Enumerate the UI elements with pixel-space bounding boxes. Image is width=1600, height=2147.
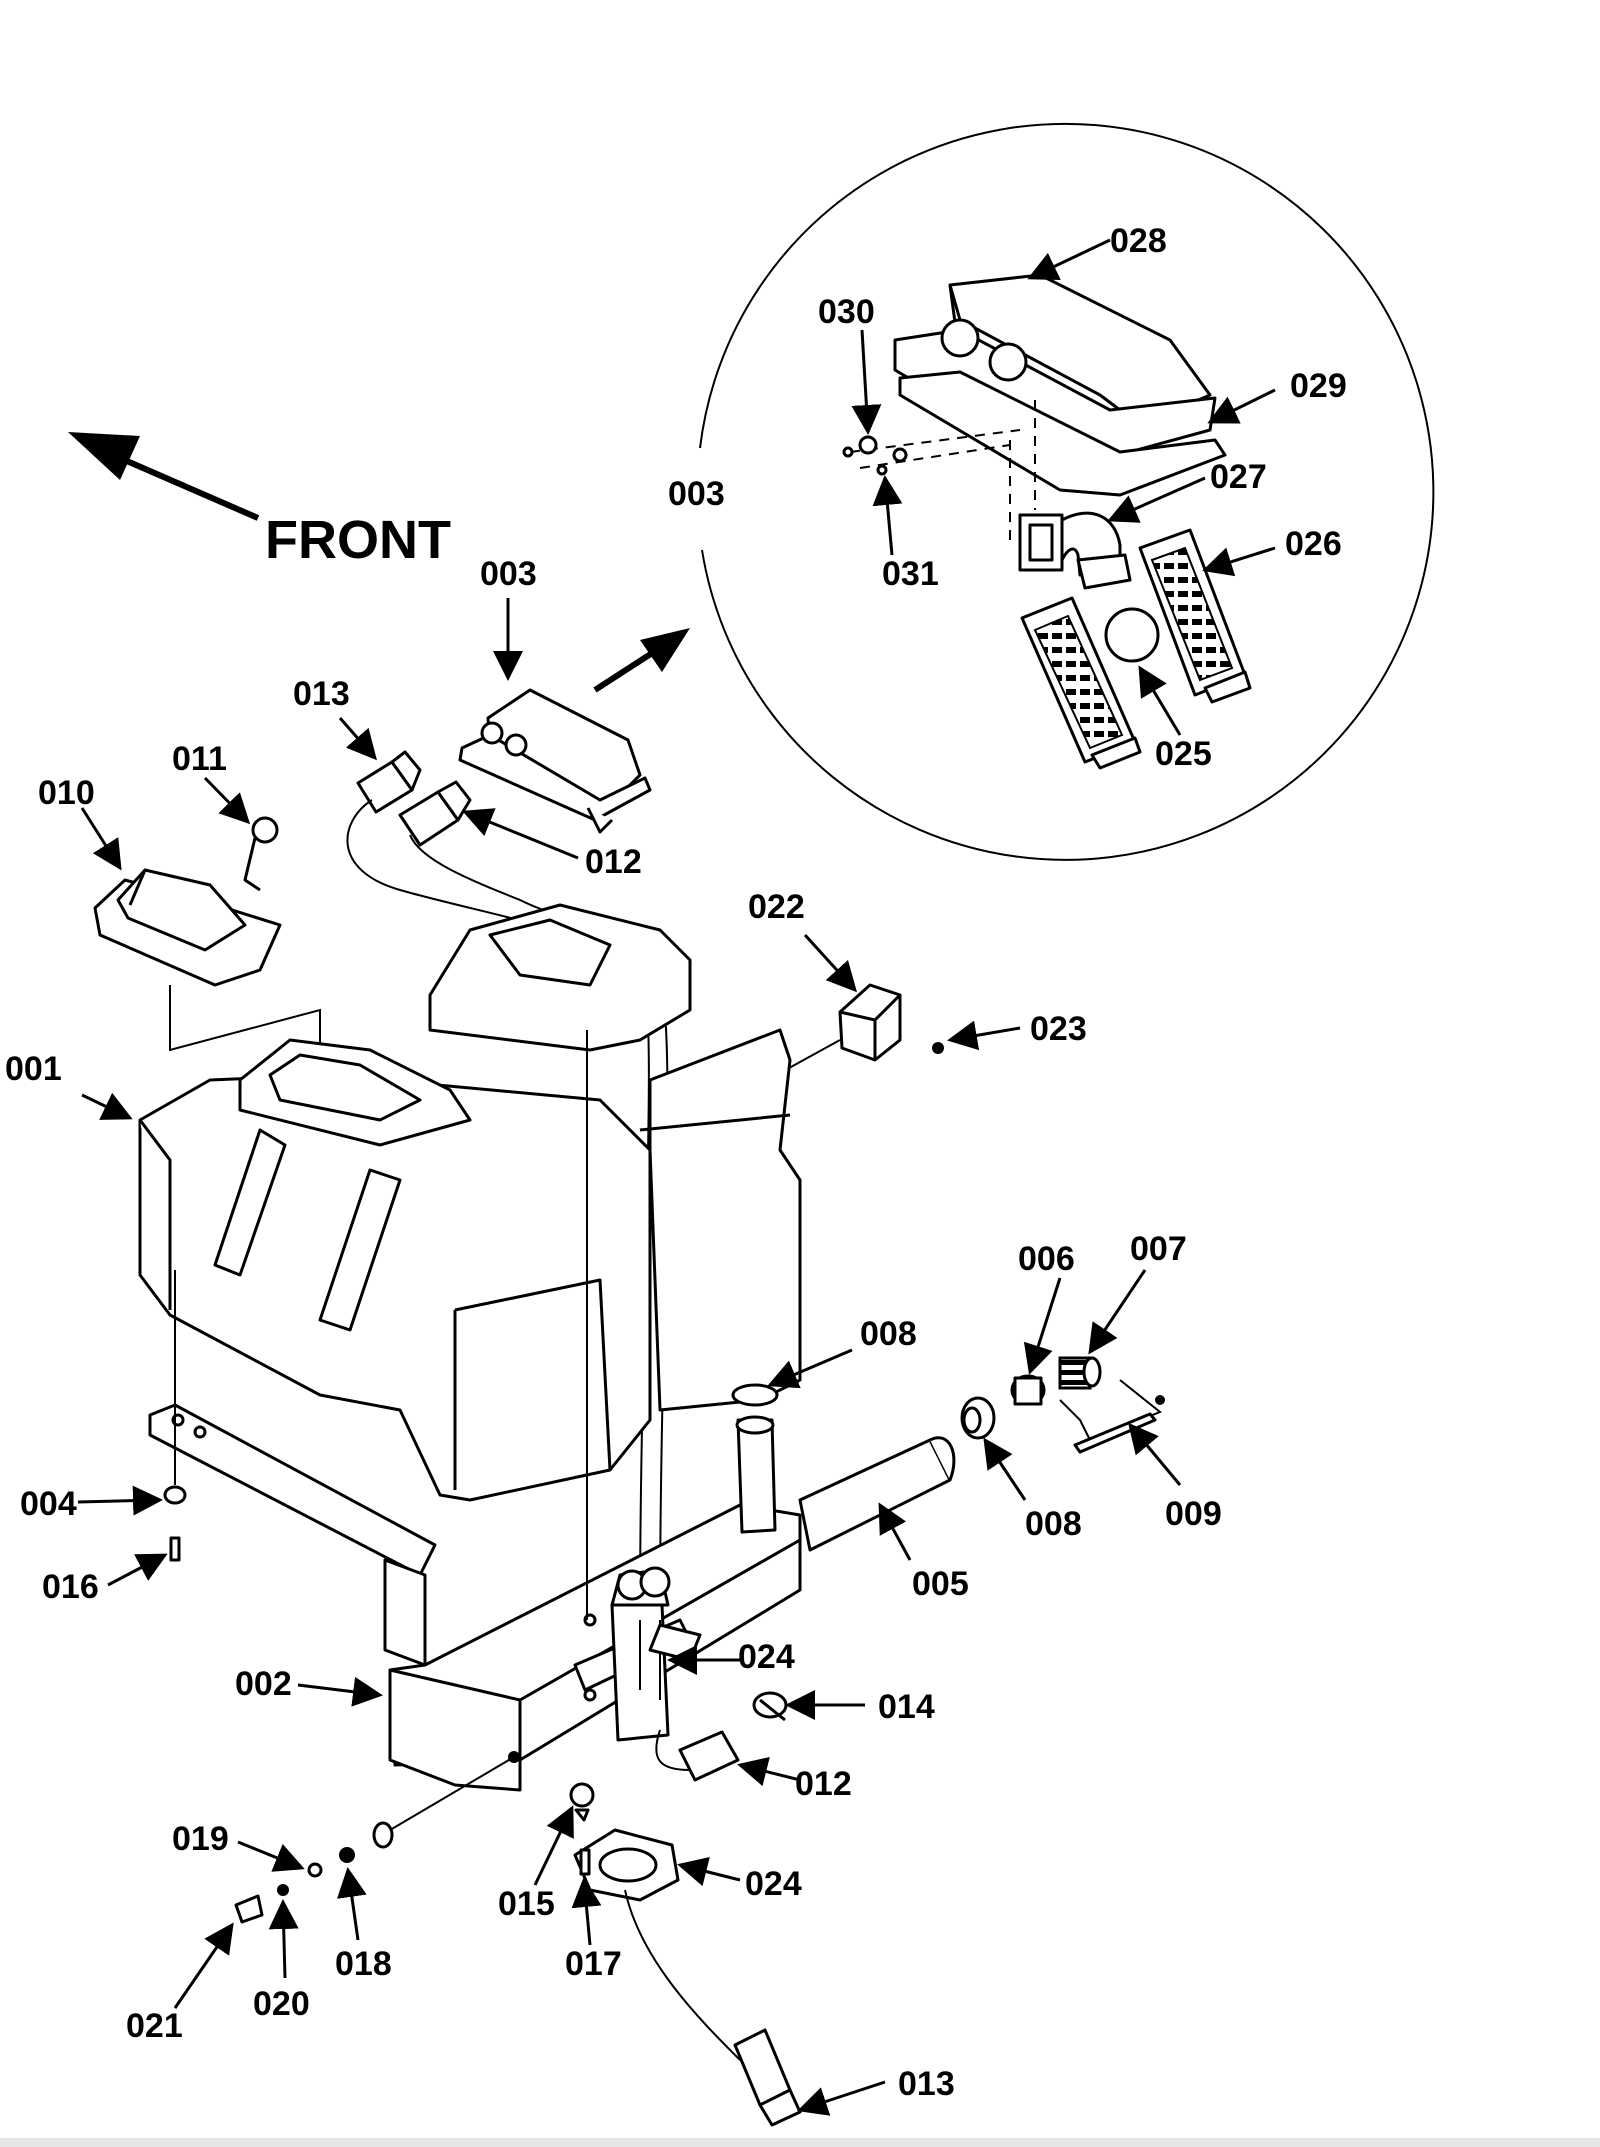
callout-019: 019 [172,1820,229,1858]
lid-003 [458,688,652,834]
callout-012-top: 012 [585,843,642,881]
callout-027: 027 [1210,458,1267,496]
callout-014: 014 [878,1688,935,1726]
callout-002: 002 [235,1665,292,1703]
callout-003-detail: 003 [668,475,725,513]
switch-022 [838,983,902,1062]
screw-017 [579,1848,591,1876]
callout-024-bottom: 024 [745,1865,802,1903]
drain-valve-pieces [234,1756,515,1924]
fitting-007 [1058,1356,1102,1390]
leader-lines [77,238,1276,2116]
callout-026: 026 [1285,525,1342,563]
clamp-014 [752,1691,788,1722]
callout-008-top: 008 [860,1315,917,1353]
filter-026-left [1020,596,1142,770]
filter-026 [1138,528,1252,704]
callout-007: 007 [1130,1230,1187,1268]
fitting-006 [1010,1374,1046,1406]
hose-vertical-008-side [731,1383,779,1534]
detail-assembly-lines [849,400,1036,545]
detail-circle [593,122,1435,861]
callout-022: 022 [748,888,805,926]
hose-012-bottom [655,1729,740,1782]
callout-012-bottom: 012 [795,1765,852,1803]
hose-005 [798,1436,956,1552]
front-direction-arrow [68,432,260,521]
hose-013-bottom [624,1889,802,2127]
gasket-029 [898,370,1227,497]
detail-pointer-arrow [640,628,690,672]
callout-labels: 028 030 029 003 027 026 031 025 003 013 … [5,222,1347,2103]
bottom-edge-strip [0,2138,1600,2147]
callout-013-bottom: 013 [898,2065,955,2103]
callout-018: 018 [335,1945,392,1983]
callout-024-top: 024 [738,1638,795,1676]
callout-009: 009 [1165,1495,1222,1533]
callout-021: 021 [126,2007,183,2045]
tank-001 [138,903,802,1502]
callout-011: 011 [172,740,227,778]
callout-001: 001 [5,1050,62,1088]
clamp-008-right [960,1396,996,1440]
callout-028: 028 [1110,222,1167,260]
callout-008-bottom: 008 [1025,1505,1082,1543]
front-label: FRONT [265,510,451,570]
callout-023: 023 [1030,1010,1087,1048]
drain-plug-015 [569,1782,595,1822]
callout-015: 015 [498,1885,555,1923]
elbow-027 [1018,511,1132,590]
callout-017: 017 [565,1945,622,1983]
callout-025: 025 [1155,735,1212,773]
lid-cover-028 [893,273,1217,462]
float-ball-025 [1104,607,1160,663]
bolt-004-016 [163,1270,187,1562]
callout-030: 030 [818,293,875,331]
callout-003-main: 003 [480,555,537,593]
screws-030-031 [842,435,908,476]
bar-009 [1059,1379,1165,1454]
callout-029: 029 [1290,367,1347,405]
cover-010 [93,868,282,987]
callout-013-top: 013 [293,675,350,713]
callout-031: 031 [882,555,939,593]
clip-011 [243,816,279,892]
callout-020: 020 [253,1985,310,2023]
callout-016: 016 [42,1568,99,1606]
callout-004: 004 [20,1485,77,1523]
callout-006: 006 [1018,1240,1075,1278]
callout-005: 005 [912,1565,969,1603]
screw-023 [932,1042,944,1054]
callout-010: 010 [38,774,95,812]
